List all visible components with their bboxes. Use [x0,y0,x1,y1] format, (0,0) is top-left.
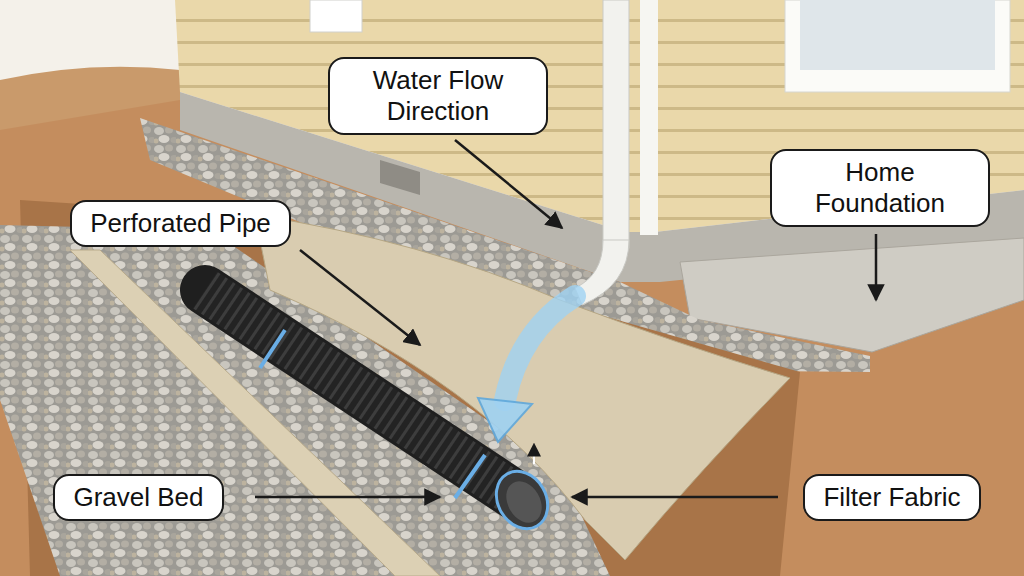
window [310,0,362,32]
callout-label: Filter Fabric [803,474,981,521]
leader-line [572,496,778,499]
pipe-inside [499,475,549,529]
pipe-body [205,290,515,495]
callout-text: Gravel Bed [73,482,203,513]
callout-label: Perforated Pipe [70,200,291,247]
water-up-arrow [533,444,535,464]
pipe-ribs [205,290,515,495]
pipe-band [260,330,285,368]
window [785,0,1010,92]
pipe-opening [486,462,558,538]
downspout [603,0,629,248]
leader-line [255,496,440,499]
window-glass [800,0,995,70]
callout-label: Gravel Bed [53,474,224,521]
leader-line [455,140,562,228]
callout-label: Home Foundation [770,149,990,227]
callout-text: Home Foundation [790,157,970,219]
callout-label: Water Flow Direction [328,57,548,135]
foundation-vent [380,160,420,195]
corner-trim [640,0,658,235]
leader-line [300,250,420,345]
pipe-band [455,455,485,498]
leader-line [875,234,878,300]
callout-text: Water Flow Direction [348,65,528,127]
callout-text: Filter Fabric [823,482,960,513]
water-stream [505,296,575,400]
water-arrowhead [478,398,532,442]
callout-text: Perforated Pipe [90,208,271,239]
